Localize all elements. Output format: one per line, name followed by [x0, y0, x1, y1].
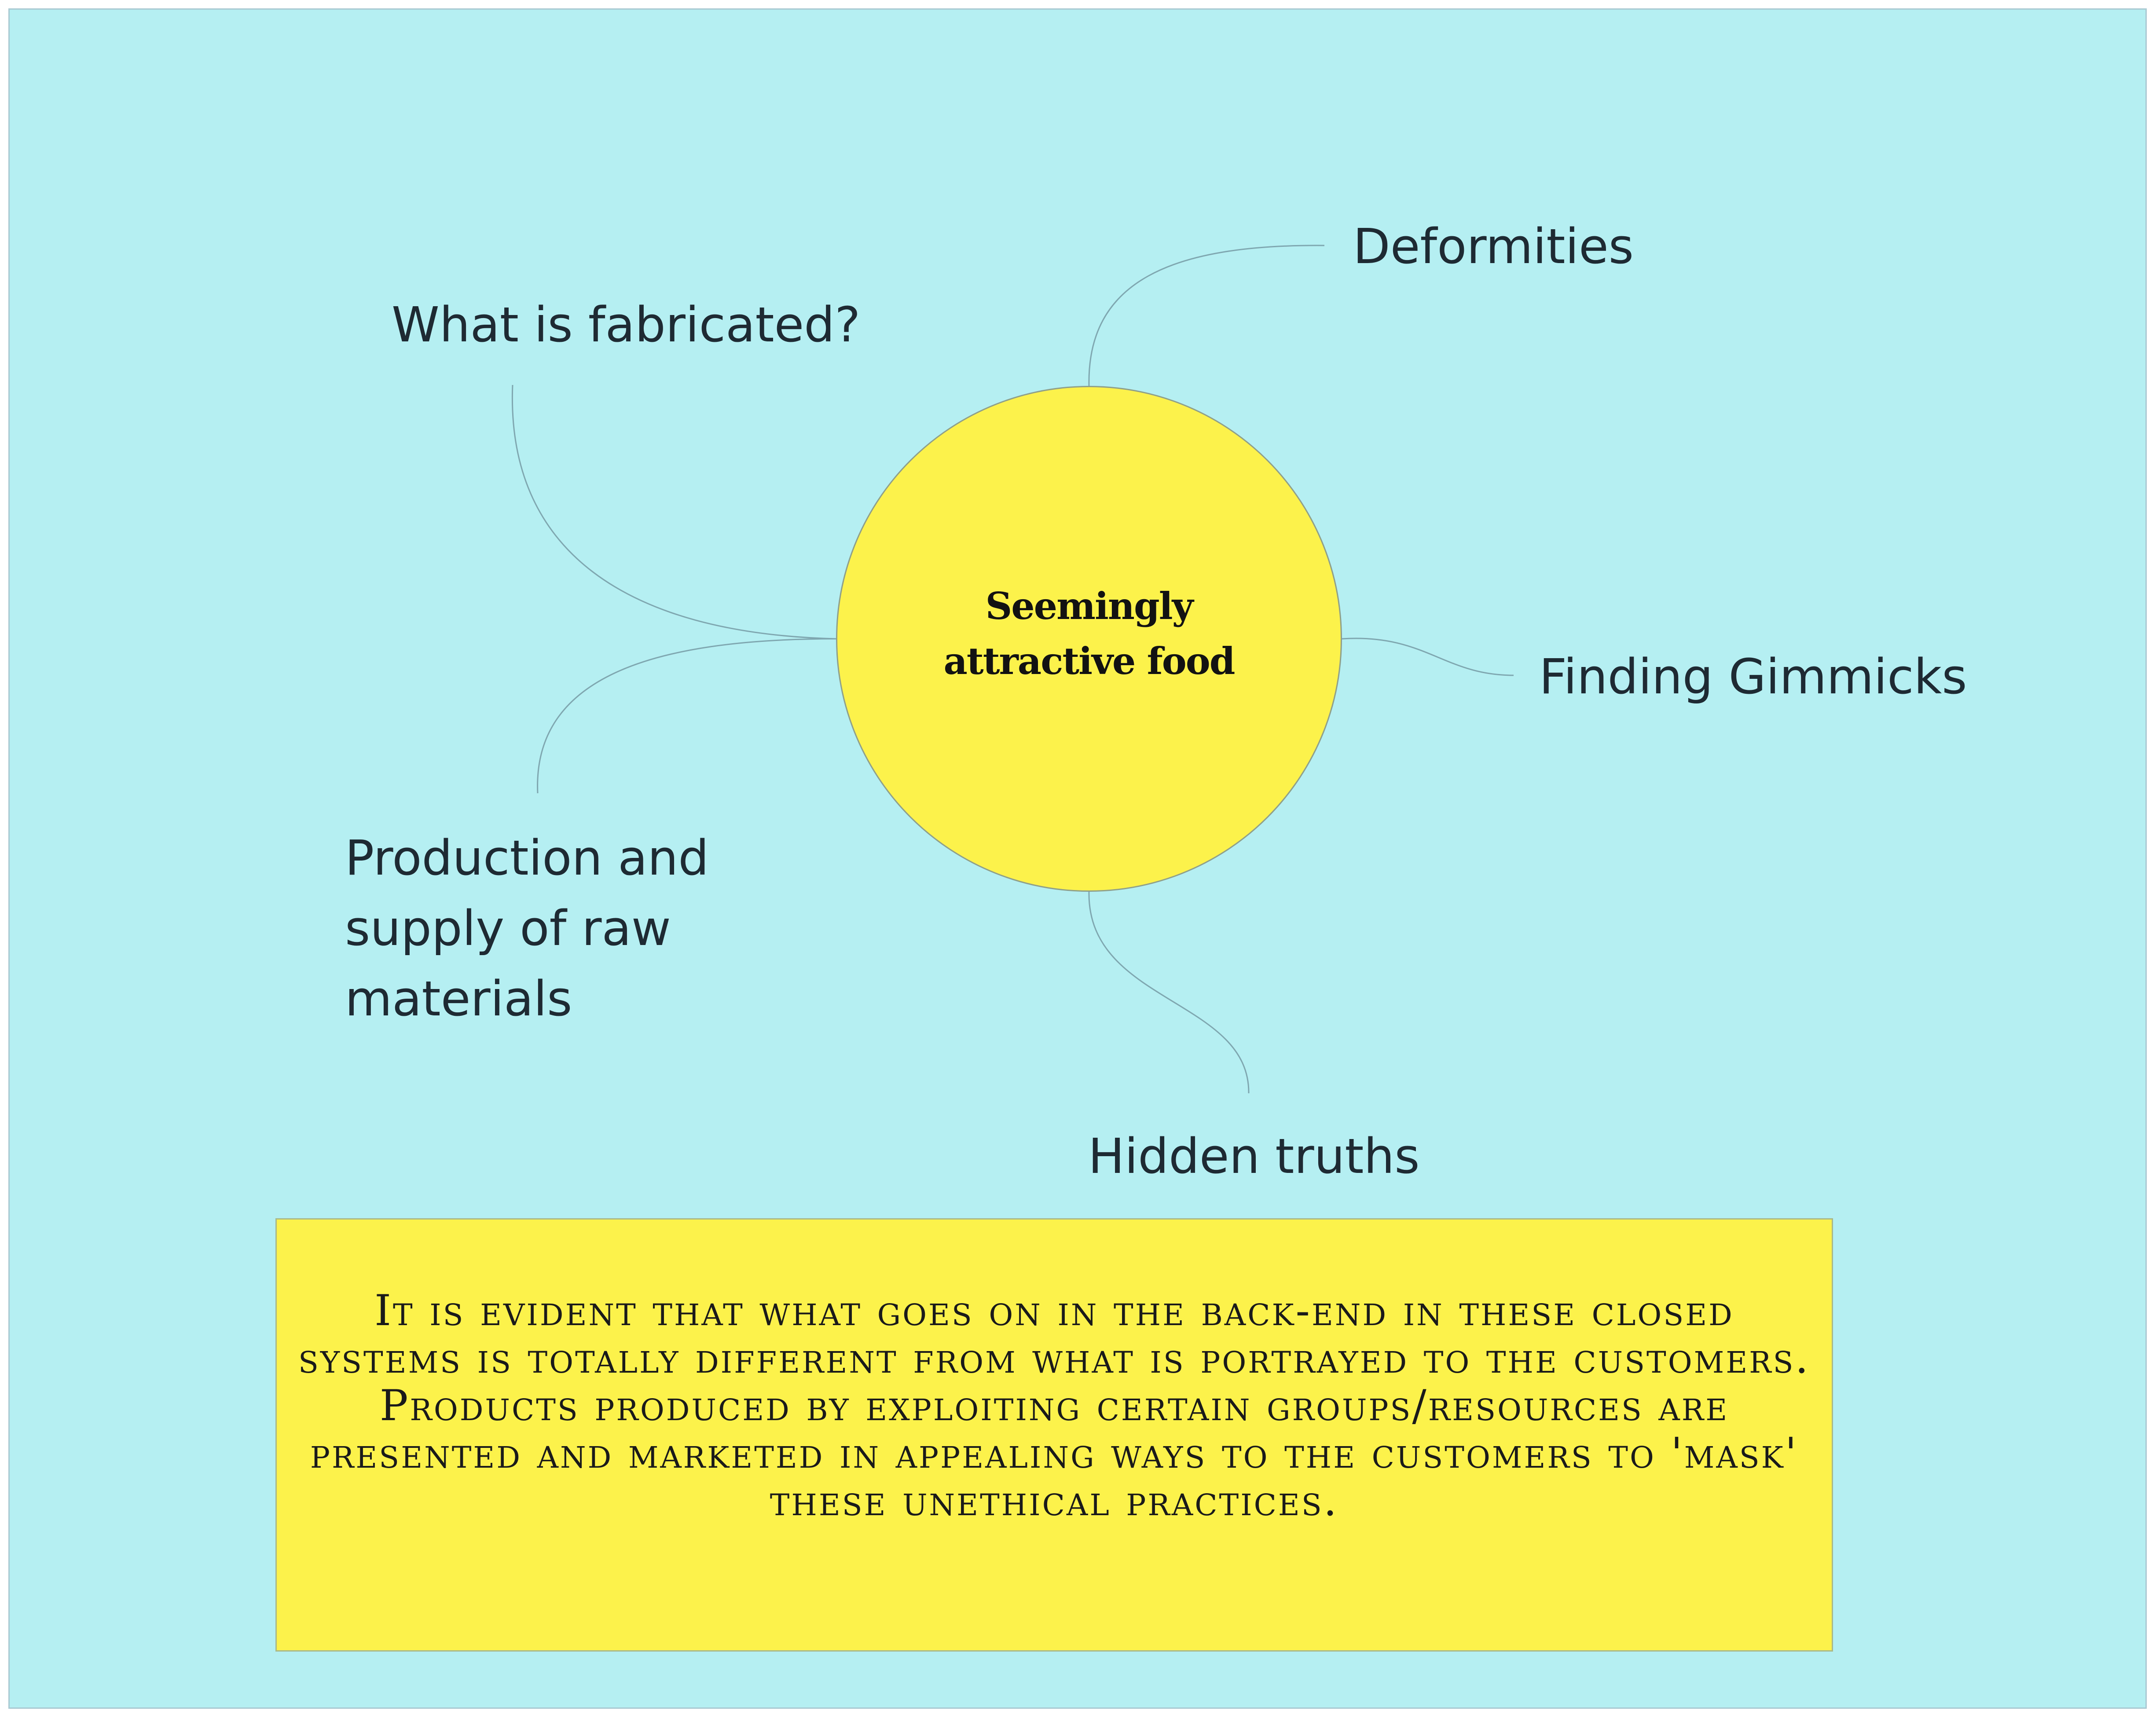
central-topic-node[interactable]	[836, 386, 1342, 892]
topic-hidden-truths[interactable]: Hidden truths	[1088, 1128, 1420, 1184]
conclusion-text: It is evident that what goes on in the b…	[293, 1287, 1815, 1524]
connector-hidden	[1088, 891, 1250, 1094]
topic-production-and-supply[interactable]: Production and supply of raw materials	[345, 830, 709, 1027]
topic-finding-gimmicks[interactable]: Finding Gimmicks	[1539, 648, 1967, 705]
central-topic-label: Seemingly attractive food	[943, 584, 1236, 683]
connector-deformities	[1088, 245, 1325, 386]
conclusion-paragraph-2: Products produced by exploiting certain …	[310, 1381, 1799, 1525]
conclusion-paragraph-1: It is evident that what goes on in the b…	[298, 1286, 1811, 1383]
conclusion-box[interactable]	[275, 1218, 1833, 1652]
connector-gimmicks	[1342, 637, 1514, 676]
topic-deformities[interactable]: Deformities	[1353, 218, 1634, 275]
connector-fabricated	[511, 385, 836, 640]
connector-production	[537, 638, 836, 794]
topic-what-is-fabricated[interactable]: What is fabricated?	[392, 297, 861, 353]
